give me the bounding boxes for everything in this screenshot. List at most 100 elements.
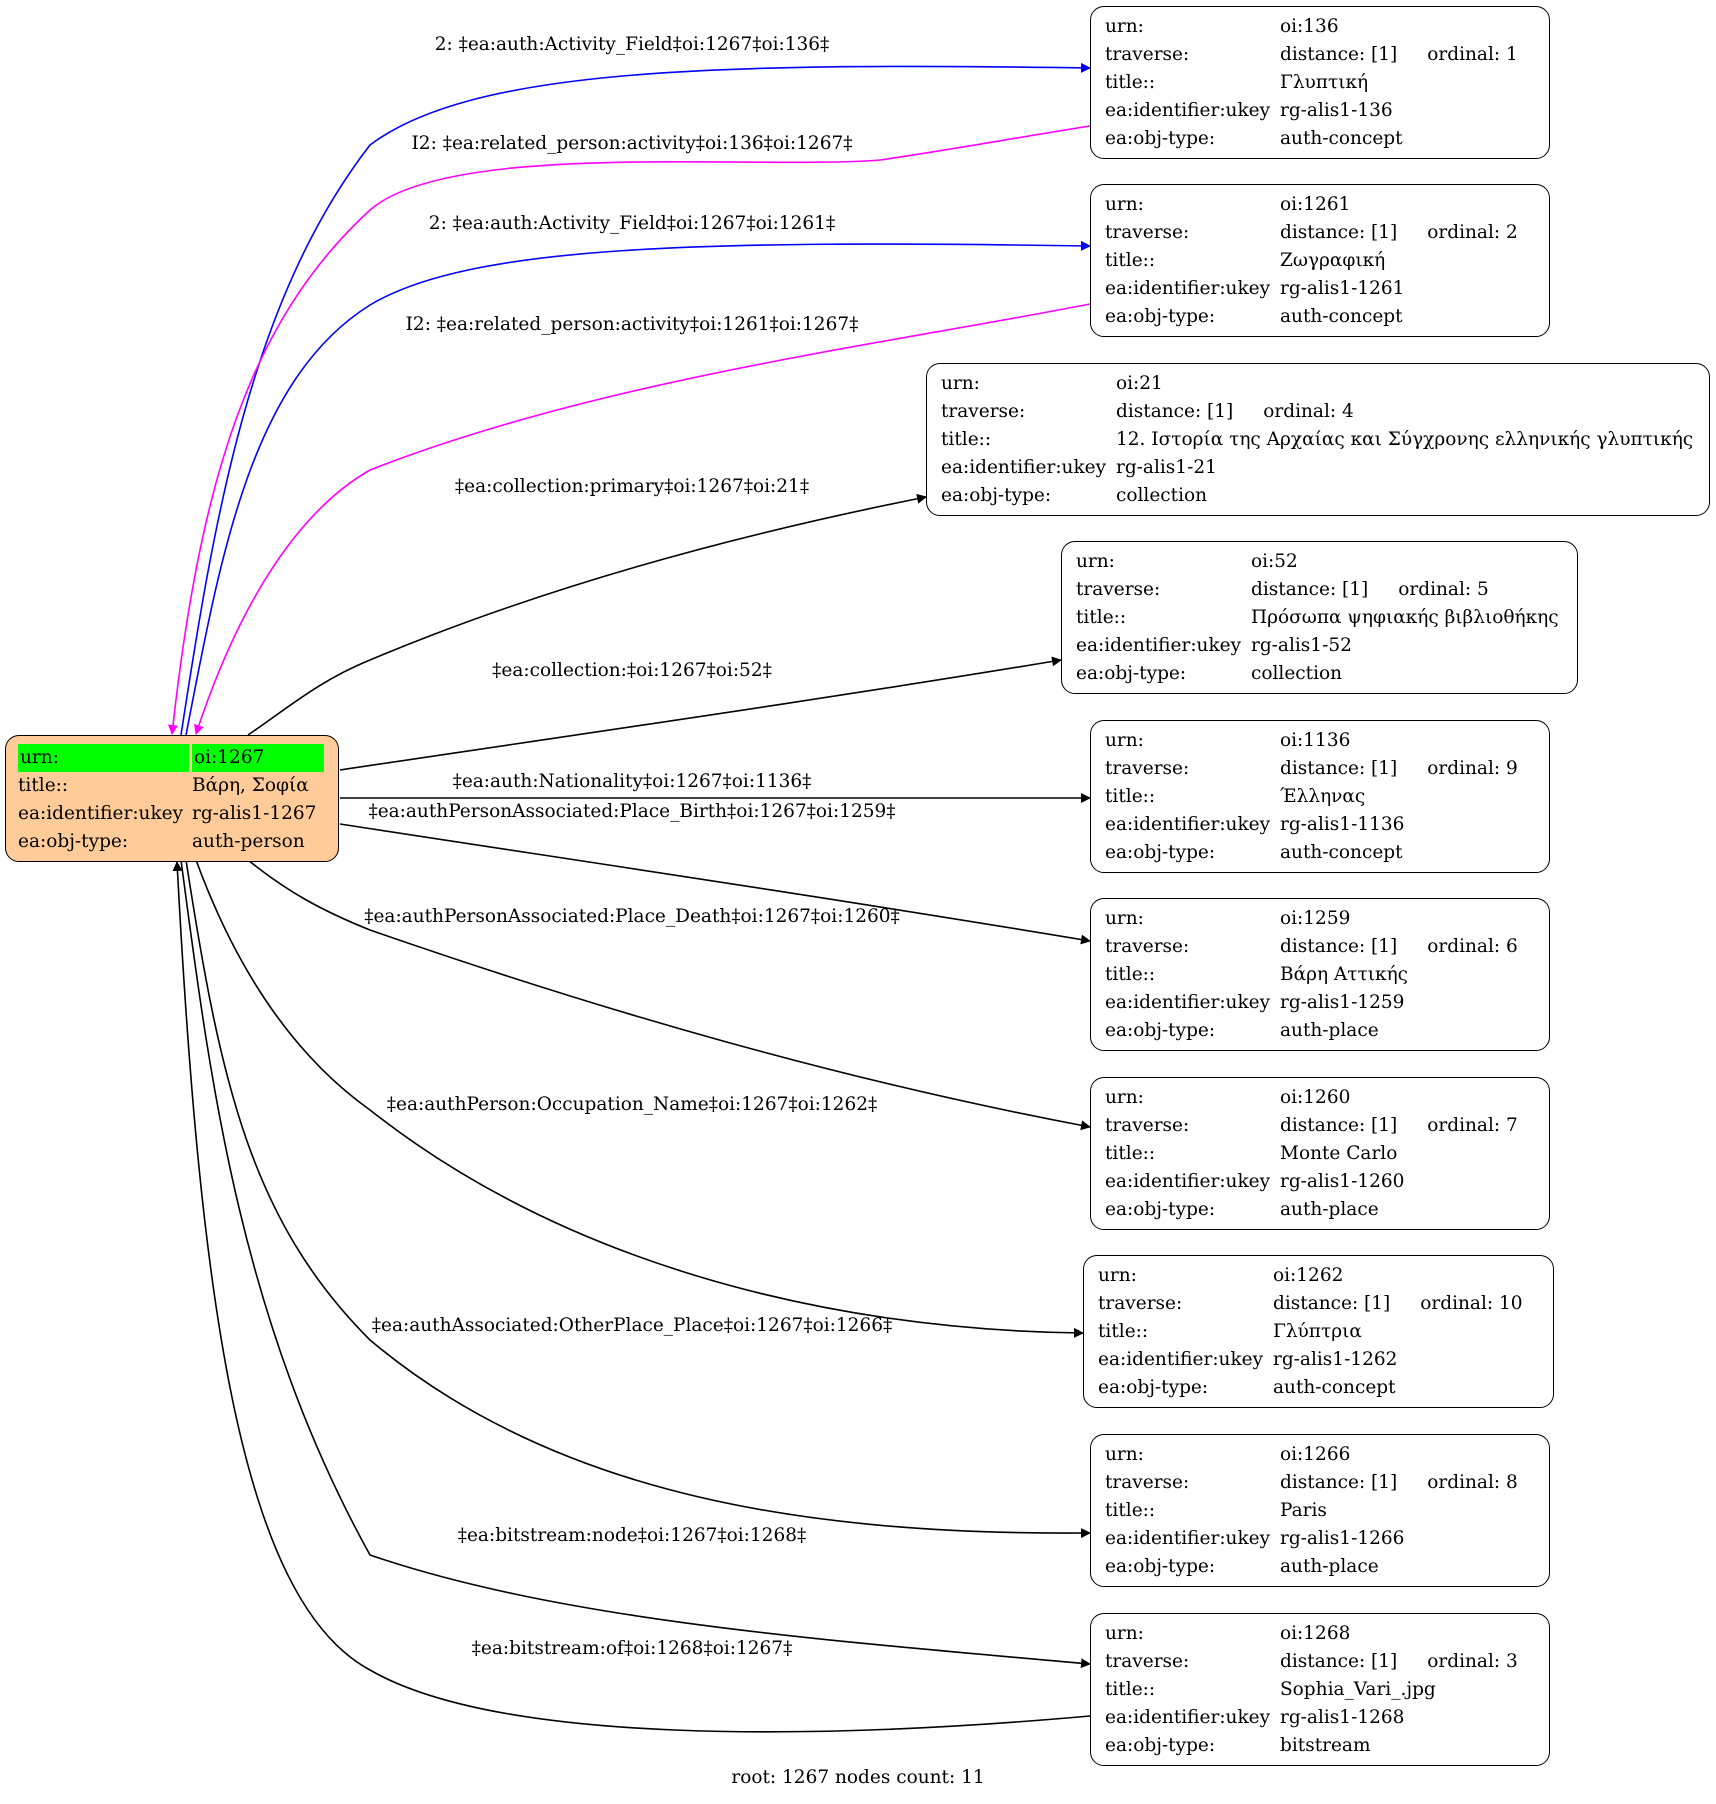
node-row-urn: urn:oi:1268: [1105, 1620, 1535, 1648]
node-row-title: title::12. Ιστορία της Αρχαίας και Σύγχρ…: [941, 426, 1695, 454]
node-row-urn: urn:oi:52: [1076, 548, 1563, 576]
node-field-label: title::: [1105, 1679, 1156, 1700]
node-field-value: Paris: [1280, 1500, 1327, 1521]
node-field-label: traverse:: [1105, 222, 1190, 243]
node-row-urn: urn:oi:136: [1105, 13, 1535, 41]
node-field-label: ea:obj-type:: [1098, 1377, 1209, 1398]
node-ordinal: ordinal: 3: [1427, 1651, 1518, 1672]
node-row-urn: urn:oi:1136: [1105, 727, 1535, 755]
node-field-value: rg-alis1-1266: [1280, 1528, 1405, 1549]
node-field-label: ea:identifier:ukey: [1076, 635, 1242, 656]
node-field-value: bitstream: [1280, 1735, 1371, 1756]
node-field-value: Γλυπτική: [1280, 72, 1369, 93]
node-field-value: rg-alis1-1268: [1280, 1707, 1405, 1728]
node-field-value: oi:1260: [1280, 1087, 1351, 1108]
node-field-label: traverse:: [1105, 1472, 1190, 1493]
edge-5: [339, 656, 1062, 771]
node-field-value: oi:21: [1116, 373, 1163, 394]
node-field-label: traverse:: [1105, 1115, 1190, 1136]
node-field-value: distance: [1]: [1280, 936, 1398, 957]
node-field-value: rg-alis1-1262: [1273, 1349, 1398, 1370]
node-oi-52[interactable]: urn:oi:52 traverse: distance: [1] ordinal: …: [1061, 541, 1578, 694]
node-row-title: title::Paris: [1105, 1497, 1535, 1525]
edge-label-2: 2: ‡ea:auth:Activity_Field‡oi:1267‡oi:12…: [429, 213, 835, 234]
root-type-label: ea:obj-type:: [18, 831, 129, 852]
node-field-value: rg-alis1-136: [1280, 100, 1393, 121]
node-field-value: auth-concept: [1280, 306, 1403, 327]
root-ukey-label: ea:identifier:ukey: [18, 803, 184, 824]
edge-9: [195, 859, 1084, 1338]
edge-4: [247, 493, 927, 736]
edge-label-8: ‡ea:authPersonAssociated:Place_Death‡oi:…: [364, 906, 900, 927]
node-field-value: oi:1266: [1280, 1444, 1351, 1465]
node-row-title: title::Ζωγραφική: [1105, 247, 1535, 275]
node-row-title: title::Sophia_Vari_.jpg: [1105, 1676, 1535, 1704]
node-field-label: ea:obj-type:: [1105, 128, 1216, 149]
node-field-label: ea:identifier:ukey: [1105, 1171, 1271, 1192]
node-row-traverse: traverse: distance: [1] ordinal: 7: [1105, 1112, 1535, 1140]
node-field-value: auth-concept: [1273, 1377, 1396, 1398]
edge-label-5: ‡ea:collection:‡oi:1267‡oi:52‡: [492, 660, 772, 681]
node-field-label: title::: [1105, 1500, 1156, 1521]
node-row-title: title::Βάρη Αττικής: [1105, 961, 1535, 989]
node-field-value: Monte Carlo: [1280, 1143, 1398, 1164]
root-urn-value: oi:1267: [192, 744, 324, 772]
node-field-label: ea:identifier:ukey: [1098, 1349, 1264, 1370]
node-field-label: ea:identifier:ukey: [1105, 1707, 1271, 1728]
edge-12: [172, 861, 1091, 1733]
node-field-value: rg-alis1-1259: [1280, 992, 1405, 1013]
node-field-value: distance: [1]: [1280, 1115, 1398, 1136]
node-row-traverse: traverse: distance: [1] ordinal: 5: [1076, 576, 1563, 604]
node-field-value: distance: [1]: [1280, 222, 1398, 243]
edge-11: [180, 859, 1091, 1669]
root-title-row: title:: Βάρη, Σοφία: [18, 772, 326, 800]
node-row-traverse: traverse:distance: [1]ordinal: 3: [1105, 1648, 1535, 1676]
node-field-value: oi:136: [1280, 16, 1339, 37]
node-field-label: ea:obj-type:: [1105, 306, 1216, 327]
node-row-traverse: traverse:distance: [1]ordinal: 1: [1105, 41, 1535, 69]
node-field-label: urn:: [1098, 1265, 1137, 1286]
node-ordinal: ordinal: 5: [1398, 579, 1489, 600]
edge-2: [185, 240, 1091, 736]
edge-label-11: ‡ea:bitstream:node‡oi:1267‡oi:1268‡: [458, 1525, 807, 1546]
node-field-label: urn:: [1076, 551, 1115, 572]
node-field-label: title::: [1105, 72, 1156, 93]
node-row-traverse: traverse:distance: [1]ordinal: 2: [1105, 219, 1535, 247]
node-field-value: auth-concept: [1280, 128, 1403, 149]
node-row-type: ea:obj-type: auth-concept: [1098, 1374, 1539, 1402]
node-field-label: ea:obj-type:: [1105, 842, 1216, 863]
edge-label-0: 2: ‡ea:auth:Activity_Field‡oi:1267‡oi:13…: [435, 34, 830, 55]
edge-label-9: ‡ea:authPerson:Occupation_Name‡oi:1267‡o…: [387, 1094, 877, 1115]
node-field-label: traverse:: [1105, 44, 1190, 65]
node-field-value: Ζωγραφική: [1280, 250, 1386, 271]
node-field-label: urn:: [1105, 730, 1144, 751]
node-field-value: rg-alis1-1261: [1280, 278, 1405, 299]
node-row-title: title::Έλληνας: [1105, 783, 1535, 811]
node-field-value: Βάρη Αττικής: [1280, 964, 1409, 985]
node-field-label: traverse:: [1076, 579, 1161, 600]
node-ordinal: ordinal: 7: [1427, 1115, 1518, 1136]
node-field-label: title::: [1105, 964, 1156, 985]
edge-label-1: I2: ‡ea:related_person:activity‡oi:136‡o…: [412, 133, 853, 154]
node-field-value: distance: [1]: [1280, 1651, 1398, 1672]
root-ukey-row: ea:identifier:ukey rg-alis1-1267: [18, 800, 326, 828]
node-field-label: ea:obj-type:: [1105, 1020, 1216, 1041]
root-node[interactable]: urn: oi:1267 title:: Βάρη, Σοφία ea:iden…: [5, 735, 339, 862]
node-field-label: traverse:: [1105, 936, 1190, 957]
node-row-urn: urn:oi:1259: [1105, 905, 1535, 933]
node-field-label: ea:obj-type:: [941, 485, 1052, 506]
edge-label-10: ‡ea:authAssociated:OtherPlace_Place‡oi:1…: [372, 1315, 892, 1336]
root-title-value: Βάρη, Σοφία: [192, 775, 309, 796]
node-field-value: distance: [1]: [1251, 579, 1369, 600]
